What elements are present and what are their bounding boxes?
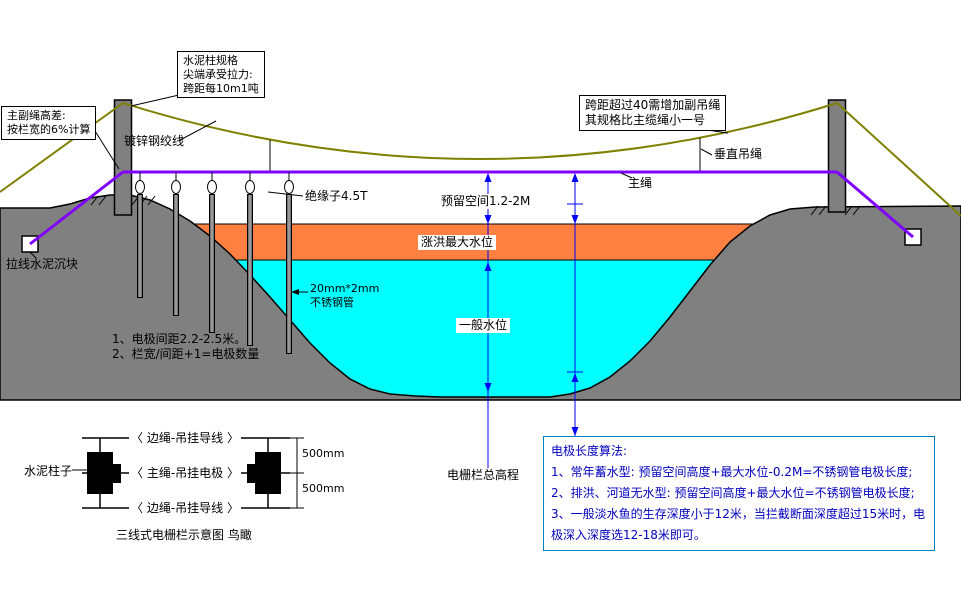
arrow-down-icon bbox=[484, 383, 492, 392]
note-line: 极深入深度选12-18米即可。 bbox=[551, 528, 706, 542]
insulator-electrode-unit bbox=[207, 172, 217, 333]
anchor-block-label: 拉线水泥沉块 bbox=[6, 257, 79, 271]
catenary-right-guy bbox=[836, 102, 961, 217]
insulator-electrode-unit bbox=[284, 172, 294, 354]
leader-rope-diff bbox=[94, 130, 120, 170]
pipe-spec-label: 20mm*2mm 不锈钢管 bbox=[310, 282, 379, 310]
insulator-icon bbox=[171, 180, 181, 194]
insulator-icon bbox=[135, 180, 145, 194]
insulator-icon bbox=[207, 180, 217, 194]
arrow-up-icon bbox=[571, 373, 579, 382]
birdseye-wire-mid-label: 〈 主绳-吊挂电极 〉 bbox=[129, 466, 241, 481]
birdseye-left-pillar bbox=[87, 452, 113, 494]
note-line: 1、常年蓄水型: 预留空间高度+最大水位-0.2M=不锈钢管电极长度; bbox=[551, 465, 913, 479]
birdseye-pillar-label: 水泥柱子 bbox=[24, 464, 73, 478]
arrow-up-icon bbox=[571, 173, 579, 182]
birdseye-dim-bottom-label: 500mm bbox=[302, 482, 345, 495]
birdseye-dim-top-label: 500mm bbox=[302, 447, 345, 460]
leader-galvanized bbox=[179, 120, 217, 141]
electrode-notes-label: 1、电极间距2.2-2.5米。 2、栏宽/间距+1=电极数量 bbox=[112, 332, 259, 362]
right-concrete-post bbox=[827, 99, 847, 213]
leader-main-rope bbox=[620, 172, 633, 179]
insulator-electrode-unit bbox=[135, 172, 145, 298]
pillar-spec-callout: 水泥柱规格 尖端承受拉力: 跨距每10m1吨 bbox=[177, 51, 265, 99]
arrow-up-icon bbox=[484, 173, 492, 182]
vertical-rope-label: 垂直吊绳 bbox=[714, 147, 763, 161]
galvanized-wire-label: 镀锌钢绞线 bbox=[124, 134, 185, 148]
pillar-spec-line1: 水泥柱规格 bbox=[183, 54, 238, 67]
note-line: 3、一般淡水鱼的生存深度小于12米，当拦截断面深度超过15米时，电 bbox=[551, 507, 926, 521]
span-note-callout: 跨距超过40需增加副吊绳 其规格比主缆绳小一号 bbox=[579, 95, 727, 131]
catenary-left-guy bbox=[0, 102, 124, 193]
pillar-spec-line2: 尖端承受拉力: bbox=[183, 67, 253, 81]
pipe-spec-line2: 不锈钢管 bbox=[310, 295, 354, 309]
arrow-down-icon bbox=[571, 215, 579, 224]
left-concrete-post bbox=[113, 99, 133, 216]
note-line: 2、排洪、河道无水型: 预留空间高度+最大水位=不锈钢管电极长度; bbox=[551, 486, 915, 500]
leader-insulator bbox=[267, 191, 304, 197]
leader-vertical-rope bbox=[700, 148, 713, 156]
birdseye-right-pillar bbox=[255, 452, 281, 494]
birdseye-wire-top-label: 〈 边绳-吊挂导线 〉 bbox=[129, 431, 241, 446]
insulator-electrode-unit bbox=[171, 172, 181, 316]
leader-anchor bbox=[29, 251, 37, 259]
right-post-ground-hatch bbox=[810, 205, 861, 216]
main-rope-label: 主绳 bbox=[628, 176, 653, 190]
rope-diff-callout: 主副绳高差: 按栏宽的6%计算 bbox=[1, 106, 97, 140]
note-title: 电极长度算法: bbox=[551, 444, 628, 458]
birdseye-left-pillar-tab bbox=[113, 464, 121, 483]
rope-diff-line2: 按栏宽的6%计算 bbox=[7, 122, 91, 136]
normal-level-label: 一般水位 bbox=[456, 318, 511, 333]
insulator-electrode-unit bbox=[245, 172, 255, 346]
electrode-notes-line1: 1、电极间距2.2-2.5米。 bbox=[112, 332, 247, 346]
arrow-left-icon bbox=[291, 289, 299, 295]
main-rope-left-guy bbox=[29, 170, 124, 246]
insulator-icon bbox=[284, 180, 294, 194]
arrow-down-icon bbox=[571, 427, 579, 436]
fence-elevation-label: 电栅栏总高程 bbox=[444, 468, 523, 483]
rope-diff-line1: 主副绳高差: bbox=[7, 109, 66, 122]
main-rope-right-guy bbox=[836, 170, 914, 239]
terrain-cross-section bbox=[0, 194, 961, 401]
insulator-label: 绝缘子4.5T bbox=[305, 189, 368, 203]
electrode-array bbox=[135, 172, 294, 354]
insulator-icon bbox=[245, 180, 255, 194]
pipe-spec-line1: 20mm*2mm bbox=[310, 282, 380, 295]
birdseye-wire-bottom-label: 〈 边绳-吊挂导线 〉 bbox=[129, 501, 241, 516]
electrode-length-note-box: 电极长度算法: 1、常年蓄水型: 预留空间高度+最大水位-0.2M=不锈钢管电极… bbox=[543, 436, 935, 551]
birdseye-right-pillar-tab bbox=[247, 464, 255, 483]
span-note-line2: 其规格比主缆绳小一号 bbox=[585, 113, 706, 127]
measure-line-right bbox=[567, 173, 583, 436]
arrow-down-icon bbox=[484, 215, 492, 224]
pillar-spec-line3: 跨距每10m1吨 bbox=[183, 81, 259, 95]
left-post-ground-hatch bbox=[90, 195, 156, 206]
electrode-notes-line2: 2、栏宽/间距+1=电极数量 bbox=[112, 347, 260, 361]
leader-pillar-spec bbox=[130, 94, 180, 107]
reserved-space-label: 预留空间1.2-2M bbox=[438, 194, 534, 209]
arrow-up-icon bbox=[484, 262, 492, 271]
span-note-line1: 跨距超过40需增加副吊绳 bbox=[585, 98, 721, 112]
flood-level-label: 涨洪最大水位 bbox=[418, 235, 497, 250]
birdseye-caption: 三线式电栅栏示意图 鸟瞰 bbox=[116, 528, 252, 542]
catenary-cable bbox=[122, 102, 838, 160]
